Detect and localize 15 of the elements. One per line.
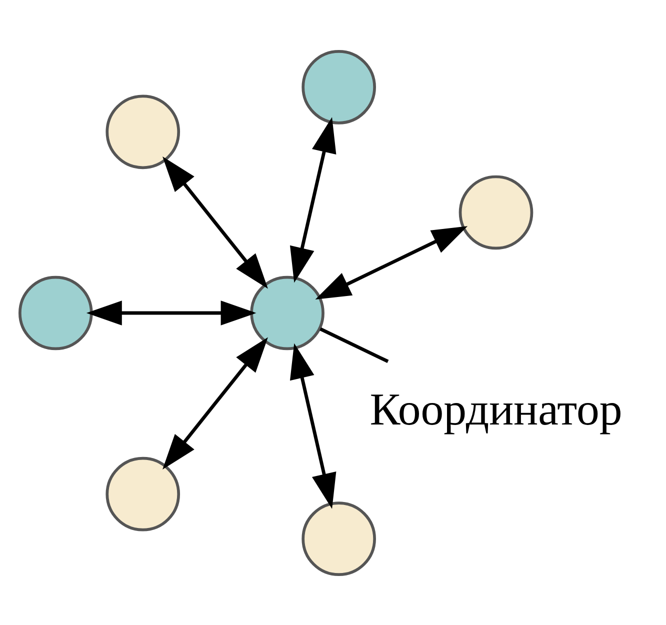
arrow (290, 342, 336, 508)
arrow (290, 116, 336, 282)
arrow (162, 156, 268, 288)
connector (320, 326, 389, 363)
node-circle (302, 501, 376, 576)
node-circle (106, 456, 180, 531)
node-text: Координатор (370, 382, 622, 434)
node-circle (106, 94, 180, 169)
arrow (86, 300, 256, 325)
node-circle (18, 275, 93, 350)
arrow (315, 226, 468, 300)
arrow (162, 336, 268, 469)
node-circle (302, 50, 376, 124)
node-circle (250, 275, 324, 350)
node-circle (458, 174, 534, 250)
